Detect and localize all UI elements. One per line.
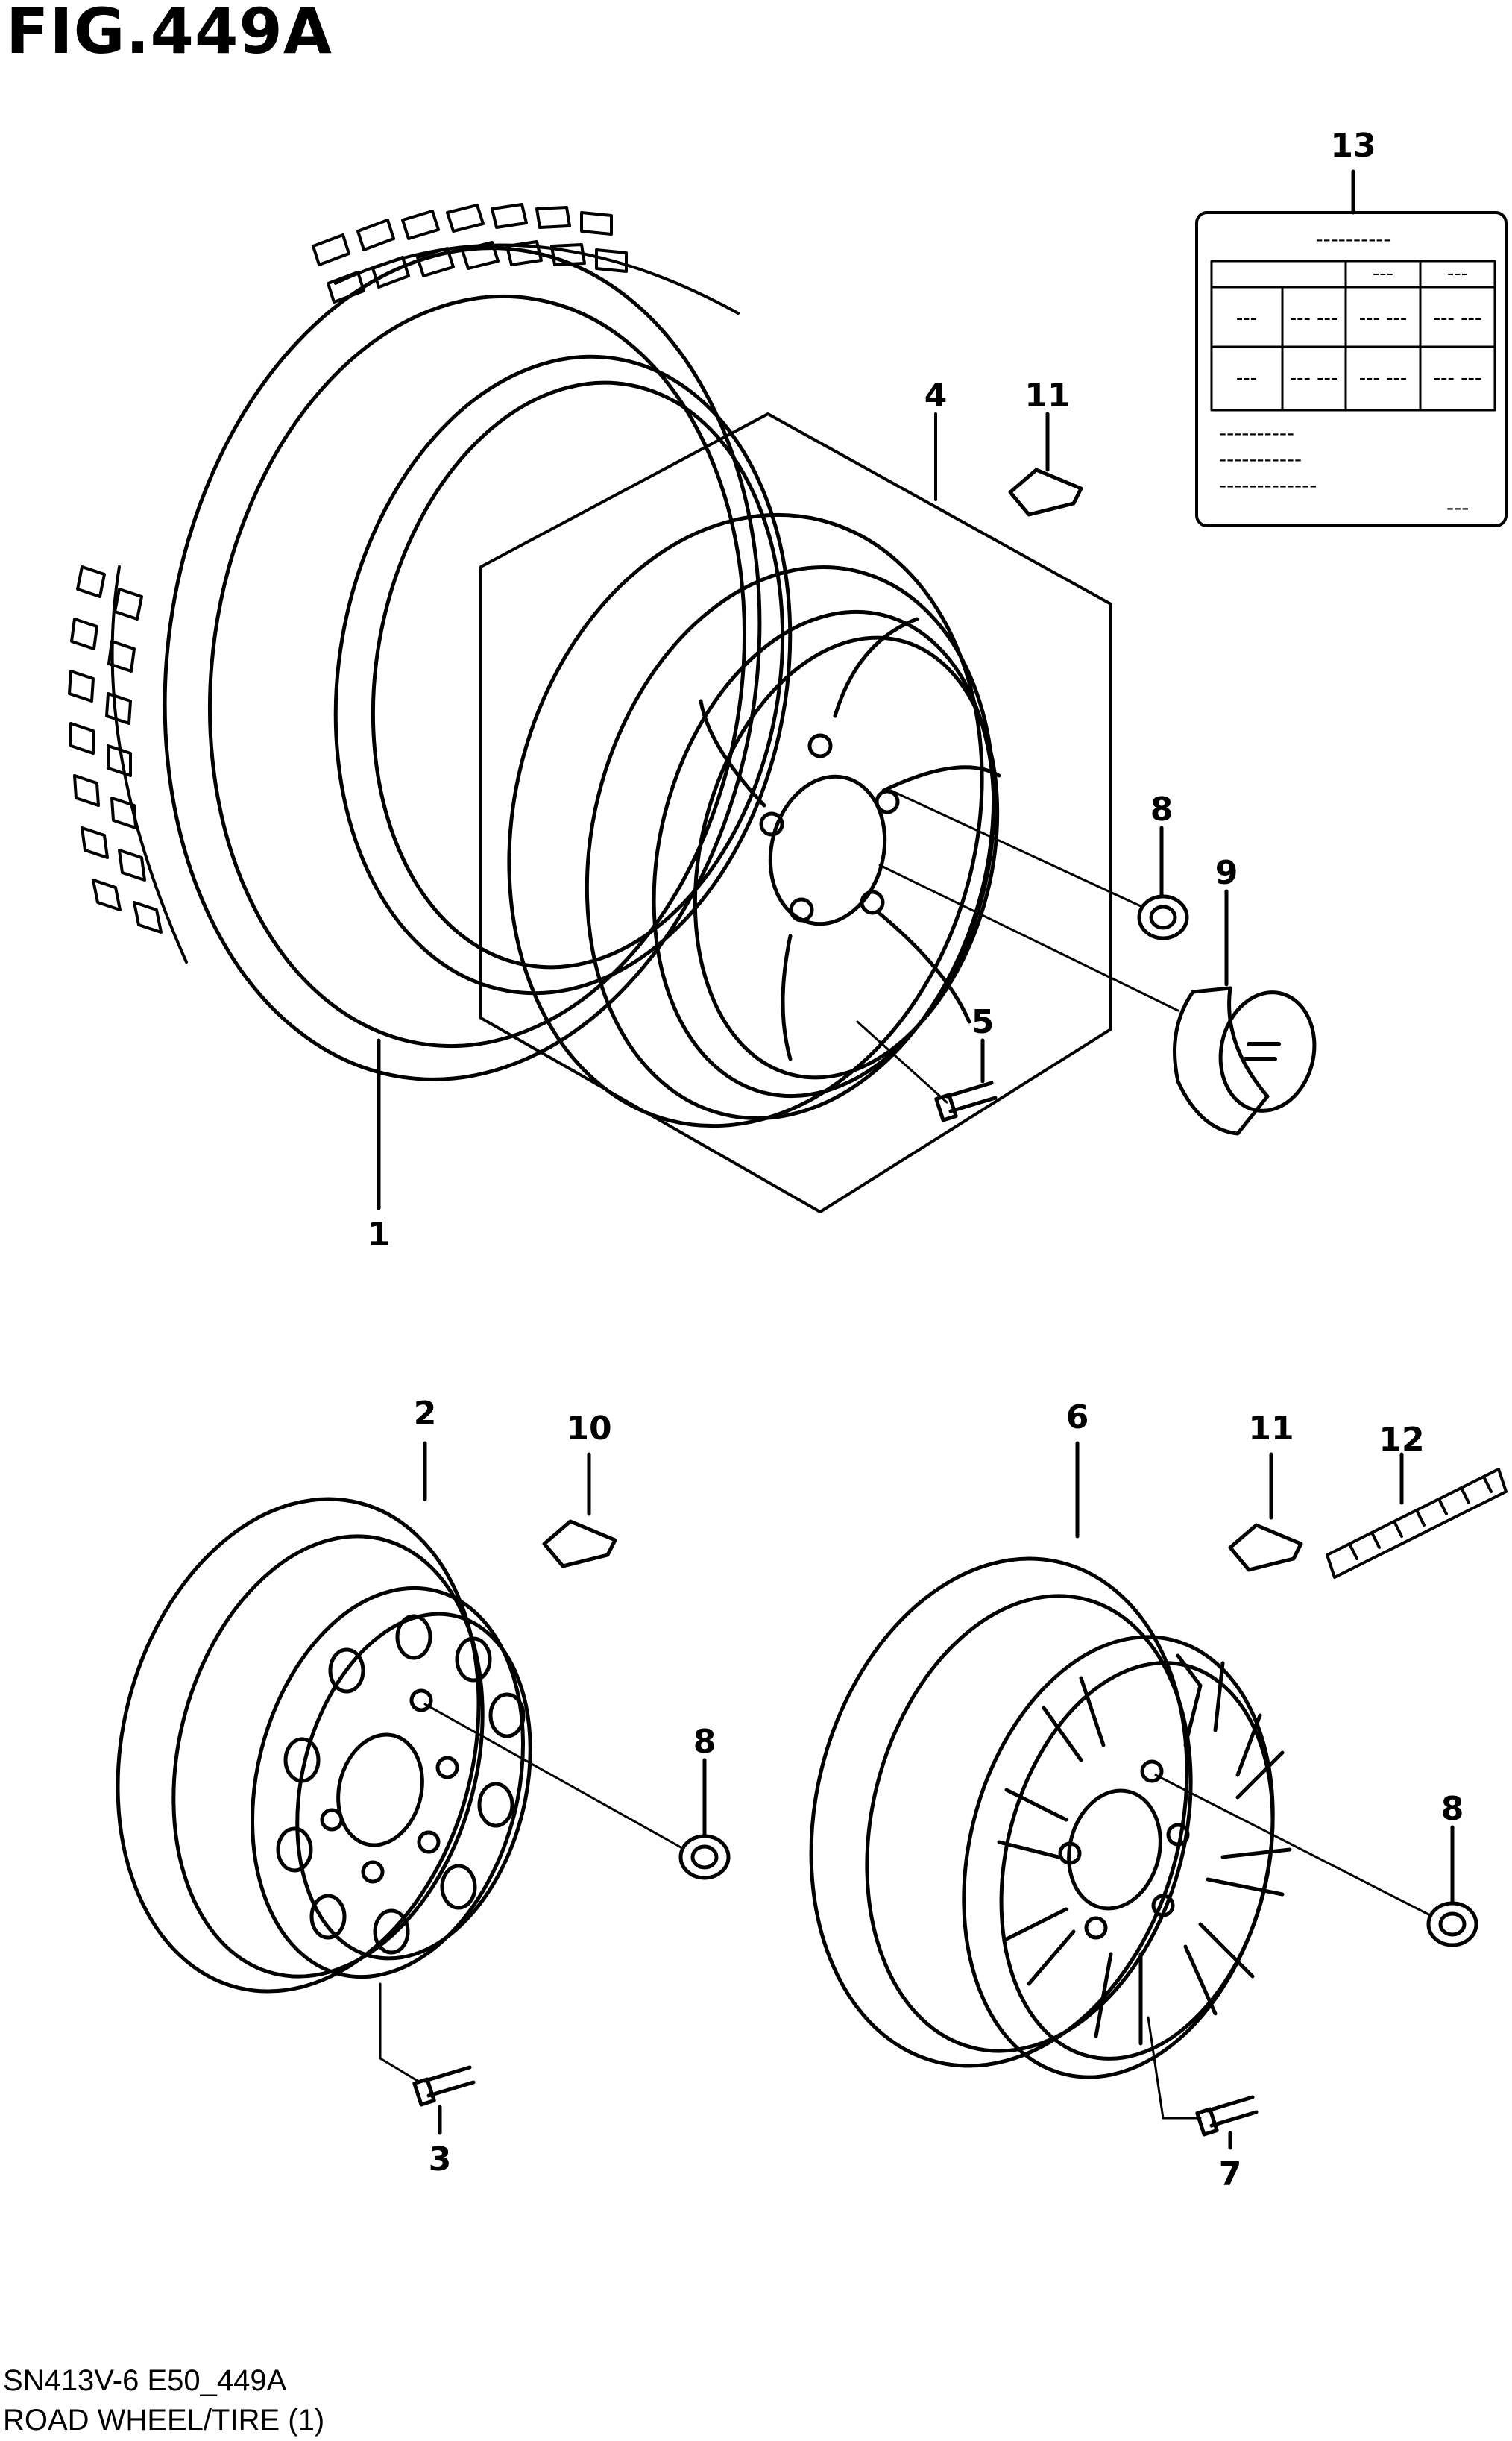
callout-11-top: 11 <box>1024 377 1070 415</box>
label-line: ----------- <box>1219 447 1302 471</box>
label-cell: --- --- <box>1290 367 1338 389</box>
steel-wheel[interactable] <box>68 1441 564 2030</box>
callout-13: 13 <box>1330 127 1376 165</box>
label-heading: ---------- <box>1315 227 1390 251</box>
alloy-wheel-top[interactable] <box>447 464 1050 1176</box>
callout-4: 4 <box>924 377 948 415</box>
callout-10: 10 <box>566 1410 611 1448</box>
label-header-cell: --- <box>1447 263 1468 285</box>
label-line: ------------- <box>1219 473 1317 497</box>
figure-code: SN413V-6 E50_449A <box>3 2364 287 2397</box>
label-cell: --- --- <box>1290 307 1338 330</box>
alloy-wheel-kit-frame <box>479 412 1112 1213</box>
label-cell: --- <box>1236 307 1257 330</box>
callout-9: 9 <box>1215 854 1238 892</box>
label-cell: --- --- <box>1434 367 1482 389</box>
callout-5: 5 <box>971 1003 995 1041</box>
callout-1: 1 <box>368 1216 391 1254</box>
label-cell: --- --- <box>1359 307 1408 330</box>
callout-3: 3 <box>429 2140 452 2178</box>
wheel-bolt-alloy[interactable] <box>1147 2016 1259 2150</box>
figure-caption: ROAD WHEEL/TIRE (1) <box>3 2404 325 2437</box>
label-cell: --- --- <box>1359 367 1408 389</box>
wheel-nut-alloy[interactable] <box>1154 1774 1478 1947</box>
label-cell: --- <box>1236 367 1257 389</box>
tire-pressure-sensor-top[interactable] <box>1008 412 1083 517</box>
label-line: --- <box>1446 495 1469 520</box>
callout-8-top: 8 <box>1150 791 1174 829</box>
callout-12: 12 <box>1379 1421 1424 1459</box>
tire-information-label <box>1195 169 1508 527</box>
label-header-cell: --- <box>1373 263 1393 285</box>
callout-7: 7 <box>1219 2155 1242 2193</box>
wheel-nut-steel[interactable] <box>423 1703 731 1880</box>
label-cell: --- --- <box>1434 307 1482 330</box>
alloy-wheel-second[interactable] <box>760 1441 1317 2110</box>
callout-2: 2 <box>414 1395 437 1433</box>
figure-title: FIG.449A <box>6 0 333 68</box>
wheel-weight-strip[interactable] <box>1326 1452 1508 1579</box>
label-line: ---------- <box>1219 421 1294 445</box>
callout-8-alloy: 8 <box>1441 1790 1464 1828</box>
callout-8-steel: 8 <box>693 1723 716 1761</box>
callout-11-alloy: 11 <box>1248 1410 1294 1448</box>
tire-pressure-sensor-alloy[interactable] <box>1228 1452 1303 1572</box>
wheel-bolt-steel[interactable] <box>379 1982 476 2135</box>
tire[interactable] <box>68 203 839 1210</box>
callout-6: 6 <box>1066 1398 1089 1436</box>
center-cap[interactable] <box>878 864 1325 1136</box>
wheel-bolt-top[interactable] <box>856 1020 998 1122</box>
tire-pressure-sensor-steel[interactable] <box>542 1452 617 1568</box>
wheel-nut-top[interactable] <box>889 789 1189 940</box>
